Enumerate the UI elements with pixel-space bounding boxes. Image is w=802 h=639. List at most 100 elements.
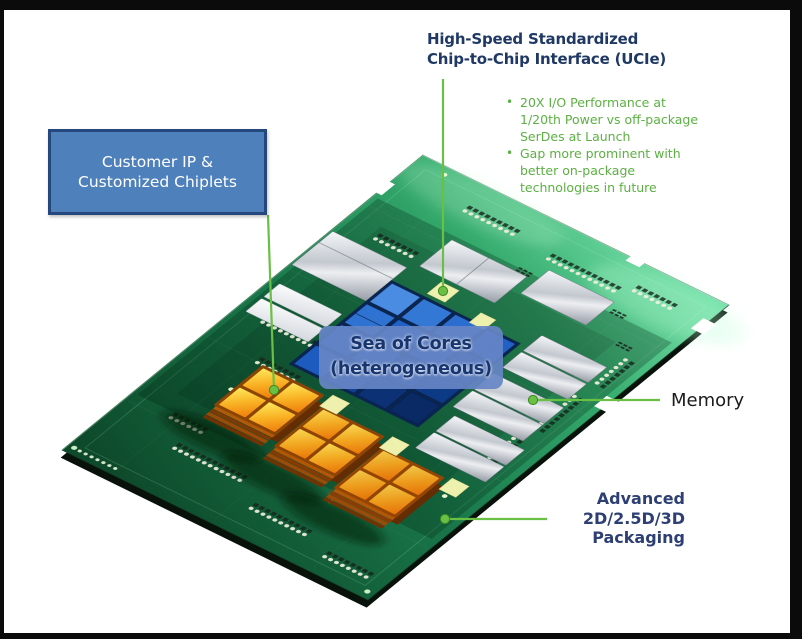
pad-land (573, 265, 581, 270)
chiplet-tile (302, 409, 350, 440)
pad-land (217, 463, 225, 468)
stack-layer (322, 497, 385, 529)
pad-land (199, 454, 207, 459)
pad-land (264, 360, 272, 365)
solder-pad (480, 218, 486, 222)
pad-land (412, 250, 420, 256)
chiplet-tile (338, 469, 387, 501)
capacitor-pad (616, 311, 622, 315)
chiplet-tile (331, 423, 380, 455)
pad-land (507, 225, 515, 231)
capacitor-pad (617, 341, 623, 345)
pad-land (258, 357, 266, 362)
bullet-marker: • (506, 95, 514, 109)
stack-tint (326, 447, 445, 524)
pad-land (223, 465, 231, 471)
solder-pad (594, 381, 600, 385)
solder-pad (295, 337, 301, 342)
chiplet-tile (271, 382, 320, 413)
solder-pad (408, 254, 414, 258)
pad-land (337, 556, 345, 562)
solder-pad (613, 366, 619, 370)
stack-layer (333, 488, 396, 521)
solder-pad (357, 572, 363, 576)
solder-pad (581, 274, 587, 279)
board-corner-pad (71, 445, 78, 450)
stack-layer (265, 453, 329, 485)
ucie-bullet-2-text: Gap more prominent with better on-packag… (520, 146, 681, 195)
pad-land (613, 372, 621, 378)
pad-land (406, 247, 414, 253)
solder-pad (107, 464, 112, 467)
pad-land (472, 208, 480, 213)
solder-pad (492, 223, 498, 228)
solder-pad (225, 472, 231, 477)
solder-pad (295, 529, 302, 534)
chiplet-tile (278, 428, 327, 459)
pad-land (293, 523, 301, 528)
pad-land (355, 565, 363, 571)
solder-pad (498, 226, 504, 231)
stack-side (268, 400, 324, 443)
advanced-packaging-label: Advanced 2D/2.5D/3D Packaging (582, 489, 685, 547)
pad-land (252, 502, 260, 508)
solder-pad (643, 295, 649, 299)
stack-layer (262, 455, 325, 488)
solder-pad (610, 289, 617, 293)
ucie-bullet-2: • Gap more prominent with better on-pack… (506, 145, 768, 196)
memory-label: Memory (671, 390, 745, 411)
pad-land (282, 517, 290, 522)
pad-land (567, 405, 575, 410)
chiplet-tile (392, 465, 440, 496)
ucie-bullet-1-text: 20X I/O Performance at 1/20th Power vs o… (520, 95, 699, 144)
solder-pad (655, 300, 661, 305)
pad-land (604, 380, 612, 385)
solder-pad (604, 373, 610, 377)
pad-land (325, 551, 333, 556)
capacitor-pad (622, 344, 628, 347)
chiplet-tile (218, 387, 267, 418)
solder-pad (557, 263, 563, 267)
stack-side (328, 441, 384, 484)
solder-pad (378, 240, 384, 244)
solder-pad (260, 512, 266, 516)
solder-pad (201, 461, 207, 465)
capacitor-pad (520, 271, 526, 275)
chiplet-tile (362, 450, 410, 481)
capacitor-pad (518, 267, 524, 270)
stack-base (274, 406, 384, 477)
pad-land (264, 508, 272, 514)
capacitor-pad (621, 313, 627, 317)
solder-pad (562, 402, 568, 406)
stack-shadow (161, 410, 264, 463)
solder-pad (278, 521, 284, 525)
stack-layer (326, 494, 389, 526)
solder-pad (183, 452, 190, 456)
solder-pad (172, 446, 178, 450)
via-dot (441, 494, 448, 498)
stack-layer (205, 411, 269, 444)
capacitor-pad (624, 348, 631, 352)
stack-layer (212, 406, 276, 438)
memory-die-top-left (292, 231, 407, 301)
solder-pad (266, 515, 272, 519)
bullet-marker: • (506, 146, 514, 160)
solder-pad (195, 458, 201, 462)
pad-land (609, 376, 617, 382)
pad-land (181, 445, 189, 451)
pad-land (287, 520, 296, 525)
core-tile (388, 391, 441, 425)
solder-pad (272, 518, 278, 522)
solder-pad (384, 243, 390, 247)
solder-pad (189, 455, 195, 459)
solder-pad (618, 362, 624, 366)
pad-land (635, 285, 643, 290)
solder-pad (571, 394, 577, 399)
pad-land (495, 219, 503, 225)
stack-layer (209, 408, 272, 441)
pad-land (299, 526, 307, 531)
solder-pad (462, 209, 468, 213)
pad-land (567, 262, 575, 267)
capacitor-pad (615, 343, 621, 347)
stack-layer (202, 414, 265, 447)
